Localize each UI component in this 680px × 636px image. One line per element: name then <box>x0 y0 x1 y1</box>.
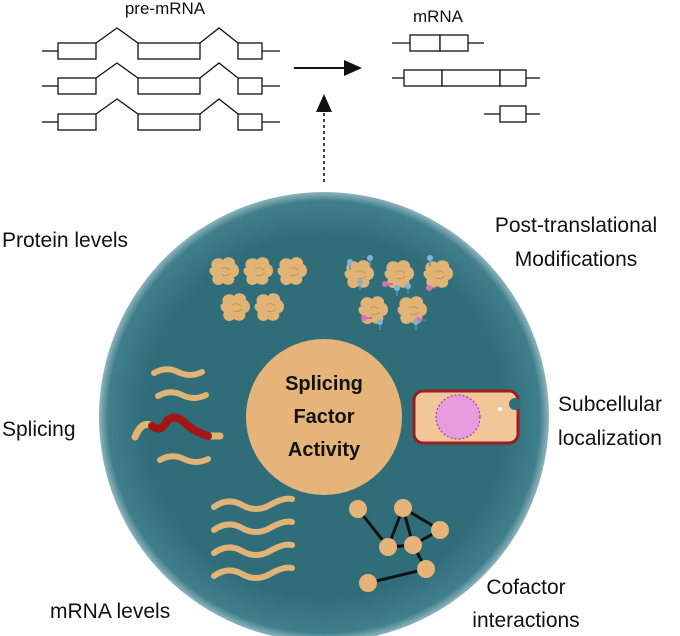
pre-mrna-transcripts <box>42 27 280 131</box>
label-cofactor-line1: Cofactor <box>486 576 565 599</box>
label-protein-levels: Protein levels <box>2 229 128 252</box>
processing-arrow <box>294 60 362 76</box>
mrna-isoform <box>484 105 540 123</box>
mrna-wave-icon <box>211 495 295 581</box>
center-line-1: Splicing <box>285 373 363 395</box>
label-ptm-line1: Post-translational <box>495 214 657 237</box>
label-cofactor-line2: interactions <box>472 609 579 632</box>
label-ptm-line2: Modifications <box>515 248 638 271</box>
cell-compartment-icon <box>412 389 521 445</box>
label-subcellular-line2: localization <box>558 427 662 450</box>
pre-mrna-transcript <box>42 62 280 95</box>
mrna-label: mRNA <box>413 7 464 26</box>
center-line-2: Factor <box>293 406 354 428</box>
label-mrna-levels: mRNA levels <box>50 600 170 623</box>
label-splicing: Splicing <box>2 418 76 441</box>
mrna-isoforms <box>392 34 540 123</box>
center-line-3: Activity <box>288 439 361 461</box>
mrna-isoform <box>392 34 484 52</box>
label-subcellular-line1: Subcellular <box>558 393 662 416</box>
pre-mrna-transcript <box>42 27 280 60</box>
pre-mrna-transcript <box>42 98 280 131</box>
pre-mrna-label: pre-mRNA <box>125 0 206 18</box>
mrna-isoform <box>392 69 540 87</box>
splicing-factor-activity: Splicing Factor Activity <box>246 339 402 495</box>
regulation-arrow <box>316 94 332 182</box>
spliced-transcript-icon <box>131 366 224 465</box>
interaction-network-icon <box>349 499 449 592</box>
